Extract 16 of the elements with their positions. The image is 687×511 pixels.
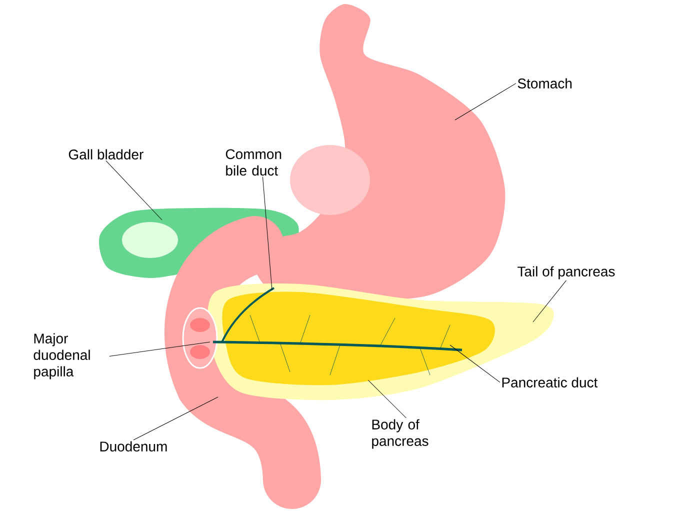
leader-line xyxy=(262,176,272,290)
leader-line xyxy=(109,342,210,356)
leader-line xyxy=(454,83,516,120)
leader-line xyxy=(133,396,218,440)
part-label: Pancreatic duct xyxy=(502,377,598,388)
part-label: Major duodenal papilla xyxy=(34,333,90,380)
leader-line xyxy=(106,160,162,220)
leader-line xyxy=(368,380,406,418)
leader-line xyxy=(450,344,500,383)
part-label: Stomach xyxy=(518,78,572,88)
leader-line xyxy=(532,280,566,322)
part-label: Body of pancreas xyxy=(372,419,428,449)
part-label: Common bile duct xyxy=(226,149,282,176)
part-label: Gall bladder xyxy=(68,149,144,160)
part-label: Tail of pancreas xyxy=(518,266,615,280)
part-label: Duodenum xyxy=(100,441,167,452)
